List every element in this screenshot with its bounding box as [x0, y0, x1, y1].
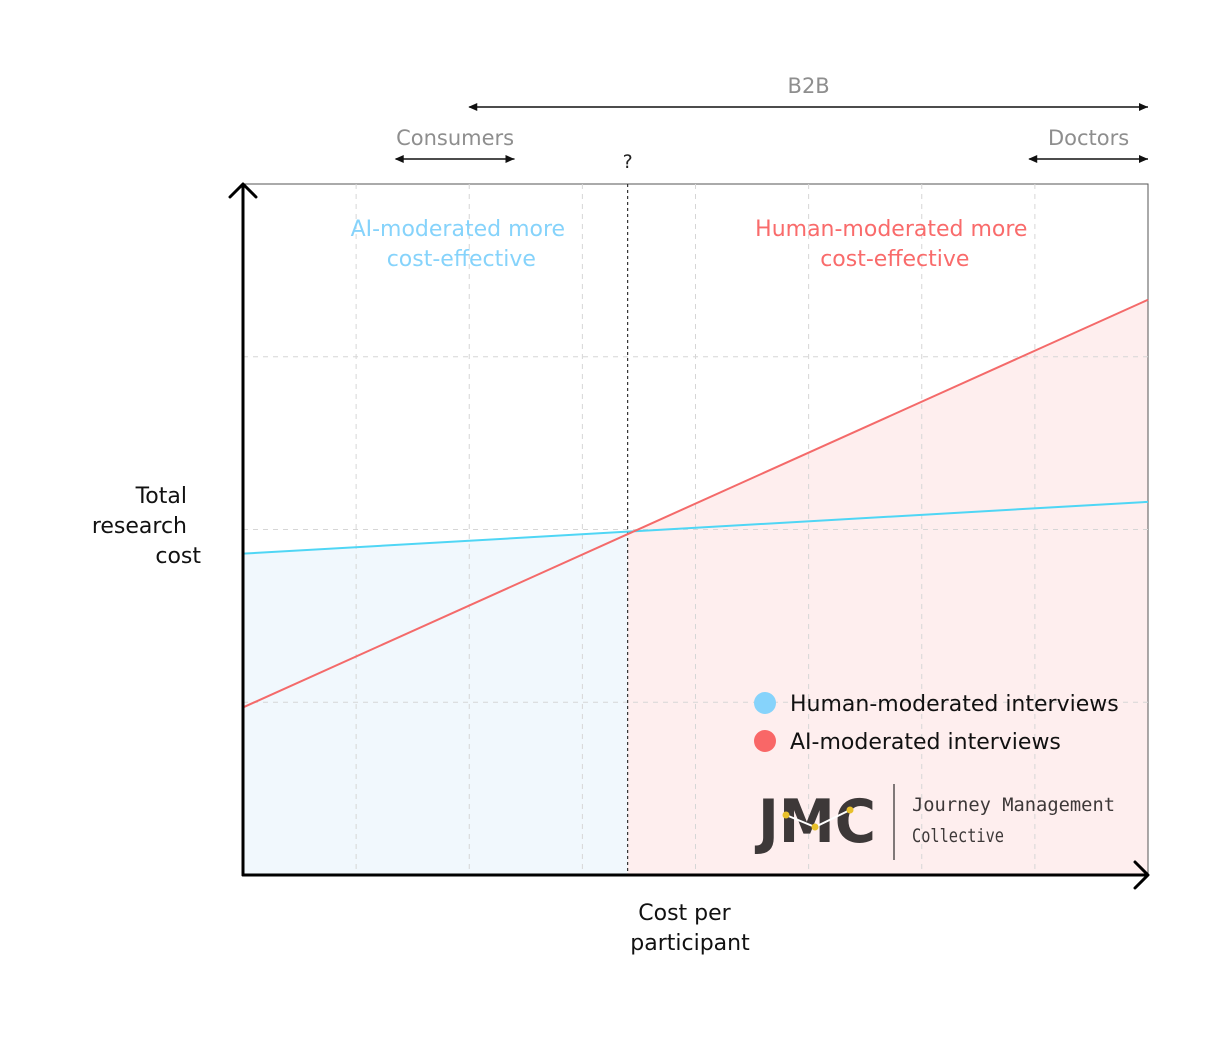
logo-name-line2: Collective — [912, 825, 1004, 847]
ai-region-label-line2: cost-effective — [387, 247, 536, 272]
human-region-fill — [627, 299, 1148, 875]
ai-region-label-line1: AI-moderated more — [351, 217, 566, 242]
range-doctors-label: Doctors — [1048, 126, 1129, 150]
grid — [243, 184, 1148, 875]
y-axis-label-line3: cost — [155, 544, 201, 569]
y-axis-label: Total research cost — [92, 484, 202, 569]
jmc-logo-mark: JMC — [754, 787, 876, 857]
y-axis-label-line1: Total — [135, 484, 187, 509]
series-line-human-moderated — [242, 500, 1149, 555]
range-b2b-label: B2B — [788, 74, 830, 98]
legend-label-human-moderated: Human-moderated interviews — [790, 692, 1119, 717]
logo-dot-icon — [811, 823, 819, 831]
human-region-label: Human-moderated more cost-effective — [755, 217, 1034, 272]
logo-name-line1: Journey Management — [912, 794, 1115, 816]
jmc-logo: JMC Journey Management Collective — [754, 784, 1115, 860]
ai-region-label: AI-moderated more cost-effective — [351, 217, 573, 272]
y-axis — [228, 182, 258, 877]
range-doctors: Doctors — [1028, 126, 1148, 163]
legend: Human-moderated interviews AI-moderated … — [754, 692, 1119, 755]
human-region-label-line1: Human-moderated more — [755, 217, 1027, 242]
range-b2b: B2B — [468, 74, 1148, 111]
crossover-question-label: ? — [623, 151, 633, 173]
logo-dot-icon — [846, 806, 854, 814]
range-consumers-label: Consumers — [396, 126, 514, 150]
x-axis — [241, 860, 1150, 890]
logo-dot-icon — [782, 811, 790, 819]
series-line-ai-moderated — [242, 298, 1149, 709]
human-region-label-line2: cost-effective — [820, 247, 969, 272]
legend-marker-ai-moderated — [754, 730, 776, 752]
legend-marker-human-moderated — [754, 692, 776, 714]
ai-region-fill — [243, 531, 628, 875]
x-axis-label-line2: participant — [630, 931, 750, 956]
legend-label-ai-moderated: AI-moderated interviews — [790, 730, 1061, 755]
x-axis-label: Cost per participant — [630, 901, 750, 956]
range-consumers: Consumers — [394, 126, 515, 163]
x-axis-label-line1: Cost per — [638, 901, 731, 926]
y-axis-label-line2: research — [92, 514, 187, 539]
